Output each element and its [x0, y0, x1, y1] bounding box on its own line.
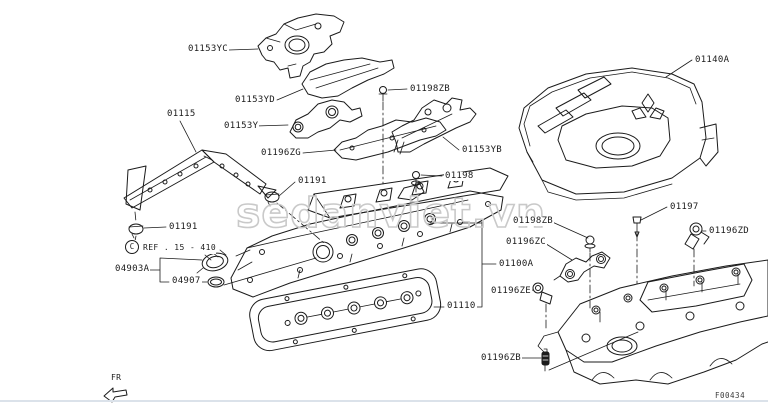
- part-label-01191-upper: 01191: [297, 176, 328, 186]
- part-label-01197: 01197: [669, 202, 700, 212]
- center-lines: [134, 101, 695, 331]
- sensor-01196ZD-icon: [684, 222, 710, 250]
- baffle-plate-01153Y-drawing: [289, 99, 363, 139]
- stud-bolt-01197-icon: [632, 216, 642, 238]
- mitsubishi-logo-icon: [631, 93, 665, 120]
- part-label-01196ZB: 01196ZB: [480, 353, 523, 363]
- figure-code: F00434: [715, 391, 746, 400]
- part-label-01198ZB-top: 01198ZB: [409, 84, 452, 94]
- part-label-01153YB: 01153YB: [461, 145, 504, 155]
- part-label-01198: 01198: [444, 171, 475, 181]
- part-label-01140A: 01140A: [694, 55, 731, 65]
- plug-01196ZB-icon: [541, 348, 550, 366]
- bolt-01198ZB-right-icon: [584, 235, 596, 253]
- part-label-01100A: 01100A: [498, 259, 535, 269]
- ref-symbol-circle: C: [125, 240, 139, 254]
- bolt-01198-icon: [411, 171, 421, 187]
- part-label-01153YD: 01153YD: [234, 95, 277, 105]
- part-label-01196ZE: 01196ZE: [490, 286, 533, 296]
- part-label-01115: 01115: [166, 109, 197, 119]
- engine-cover-01140A-drawing: [518, 67, 719, 201]
- part-label-01153Y: 01153Y: [223, 121, 260, 131]
- ref-note-text: REF . 15 - 410: [143, 242, 217, 252]
- part-label-04903A: 04903A: [114, 264, 151, 274]
- baffle-plate-01153YB-drawing: [391, 97, 477, 155]
- rocker-cover-drawing: [230, 167, 509, 298]
- footer-divider-line: [0, 400, 768, 402]
- cylinder-head-drawing: [537, 259, 768, 385]
- fr-direction-label: FR: [111, 373, 122, 382]
- bolt-01198ZB-top-icon: [378, 86, 388, 102]
- part-label-01196ZC: 01196ZC: [505, 237, 548, 247]
- part-label-01196ZG: 01196ZG: [260, 148, 303, 158]
- part-label-01191-lower: 01191: [168, 222, 199, 232]
- sensor-01196ZE-icon: [532, 282, 553, 305]
- bracket-01196ZC-drawing: [553, 251, 611, 283]
- rocker-cover-gasket-01110-drawing: [249, 268, 442, 352]
- baffle-plate-01153YC-drawing: [257, 13, 345, 79]
- part-label-04907: 04907: [171, 276, 202, 286]
- watermark-text: sedanviet.vn: [236, 189, 546, 237]
- reference-note: C REF . 15 - 410: [125, 240, 217, 254]
- part-label-01153YC: 01153YC: [187, 44, 230, 54]
- part-label-01198ZB-right: 01198ZB: [512, 216, 555, 226]
- o-ring-04907-drawing: [207, 276, 225, 288]
- baffle-plate-01196ZG-drawing: [333, 117, 447, 161]
- leader-lines: [143, 48, 707, 372]
- baffle-plate-01153YD-drawing: [301, 57, 395, 99]
- harness-cover-01115-drawing: [123, 149, 277, 211]
- grommet-01191-lower-drawing: [128, 223, 144, 239]
- grommet-01191-upper-drawing: [264, 191, 280, 207]
- part-label-01196ZD: 01196ZD: [708, 226, 751, 236]
- part-label-01110: 01110: [446, 301, 477, 311]
